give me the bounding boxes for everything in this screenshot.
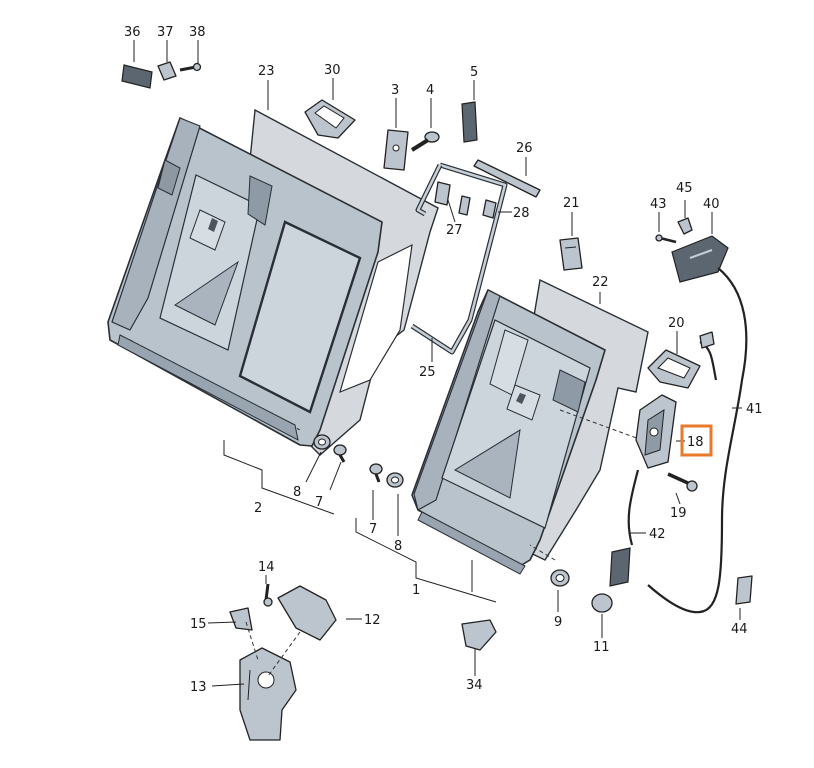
part-37-clip [157, 61, 177, 81]
part-18-lock-mechanism [635, 394, 677, 469]
label-1: 1 [412, 583, 420, 598]
label-23: 23 [258, 64, 275, 79]
part-38-screw [179, 62, 202, 72]
part-14-screw [263, 583, 273, 607]
label-37: 37 [157, 25, 174, 40]
label-8-left: 8 [293, 485, 301, 500]
alignment-line [559, 409, 643, 441]
part-2-left-frame [107, 117, 383, 447]
label-7-left: 7 [315, 495, 323, 510]
label-30: 30 [324, 63, 341, 78]
part-5-cap [461, 101, 478, 143]
label-25: 25 [419, 365, 436, 380]
part-labels: 36 37 38 23 30 5 3 4 26 21 28 27 43 45 4… [124, 25, 763, 695]
label-34: 34 [466, 678, 483, 693]
part-43-screw [655, 234, 677, 244]
label-41: 41 [746, 402, 763, 417]
label-38: 38 [189, 25, 206, 40]
part-11-cap [591, 593, 613, 613]
part-42-cable [609, 469, 640, 587]
label-22: 22 [592, 275, 609, 290]
alignment-line [529, 544, 556, 561]
part-20-handle [647, 349, 701, 389]
label-27: 27 [446, 223, 463, 238]
label-4: 4 [426, 83, 434, 98]
leader-lines [133, 40, 742, 687]
part-13-hinge-bracket [239, 647, 297, 741]
label-7-right: 7 [369, 522, 377, 537]
label-9: 9 [554, 615, 562, 630]
label-2: 2 [254, 501, 262, 516]
label-5: 5 [470, 65, 478, 80]
label-43: 43 [650, 197, 667, 212]
label-13: 13 [190, 680, 207, 695]
label-14: 14 [258, 560, 275, 575]
part-12-cover [277, 585, 337, 641]
label-26: 26 [516, 141, 533, 156]
part-1-right-frame [411, 289, 606, 575]
part-30-handle [304, 99, 356, 139]
part-28-clip [482, 199, 497, 219]
part-44-clip [735, 575, 753, 605]
part-34-bracket [461, 619, 497, 651]
part-19-screw [667, 472, 698, 492]
label-40: 40 [703, 197, 720, 212]
part-4-bolt [410, 131, 440, 152]
label-28: 28 [513, 206, 530, 221]
part-9-bushing [550, 569, 570, 587]
label-12: 12 [364, 613, 381, 628]
part-40-latch [671, 235, 729, 283]
part-15-clip [229, 607, 253, 631]
part-7-pin-right [369, 463, 383, 483]
label-20: 20 [668, 316, 685, 331]
part-7-pin-left [333, 444, 347, 463]
part-26-strip [473, 159, 541, 198]
part-8-bushing-left [313, 434, 331, 450]
part-8-bushing-right [386, 472, 404, 488]
label-15: 15 [190, 617, 207, 632]
label-8-right: 8 [394, 539, 402, 554]
label-44: 44 [731, 622, 748, 637]
label-19: 19 [670, 506, 687, 521]
part-21-clip [559, 237, 583, 271]
part-27-clip [434, 181, 471, 216]
part-25-wire-rod [410, 162, 508, 355]
label-11: 11 [593, 640, 610, 655]
part-36-button [121, 64, 153, 89]
highlight-box [680, 424, 713, 457]
label-3: 3 [391, 83, 399, 98]
label-18: 18 [687, 435, 704, 450]
part-45-clip [677, 217, 693, 235]
label-45: 45 [676, 181, 693, 196]
part-41-cable [647, 267, 748, 614]
label-36: 36 [124, 25, 141, 40]
alignment-line [267, 631, 301, 677]
part-3-bracket [383, 129, 409, 171]
label-21: 21 [563, 196, 580, 211]
label-42: 42 [649, 527, 666, 542]
